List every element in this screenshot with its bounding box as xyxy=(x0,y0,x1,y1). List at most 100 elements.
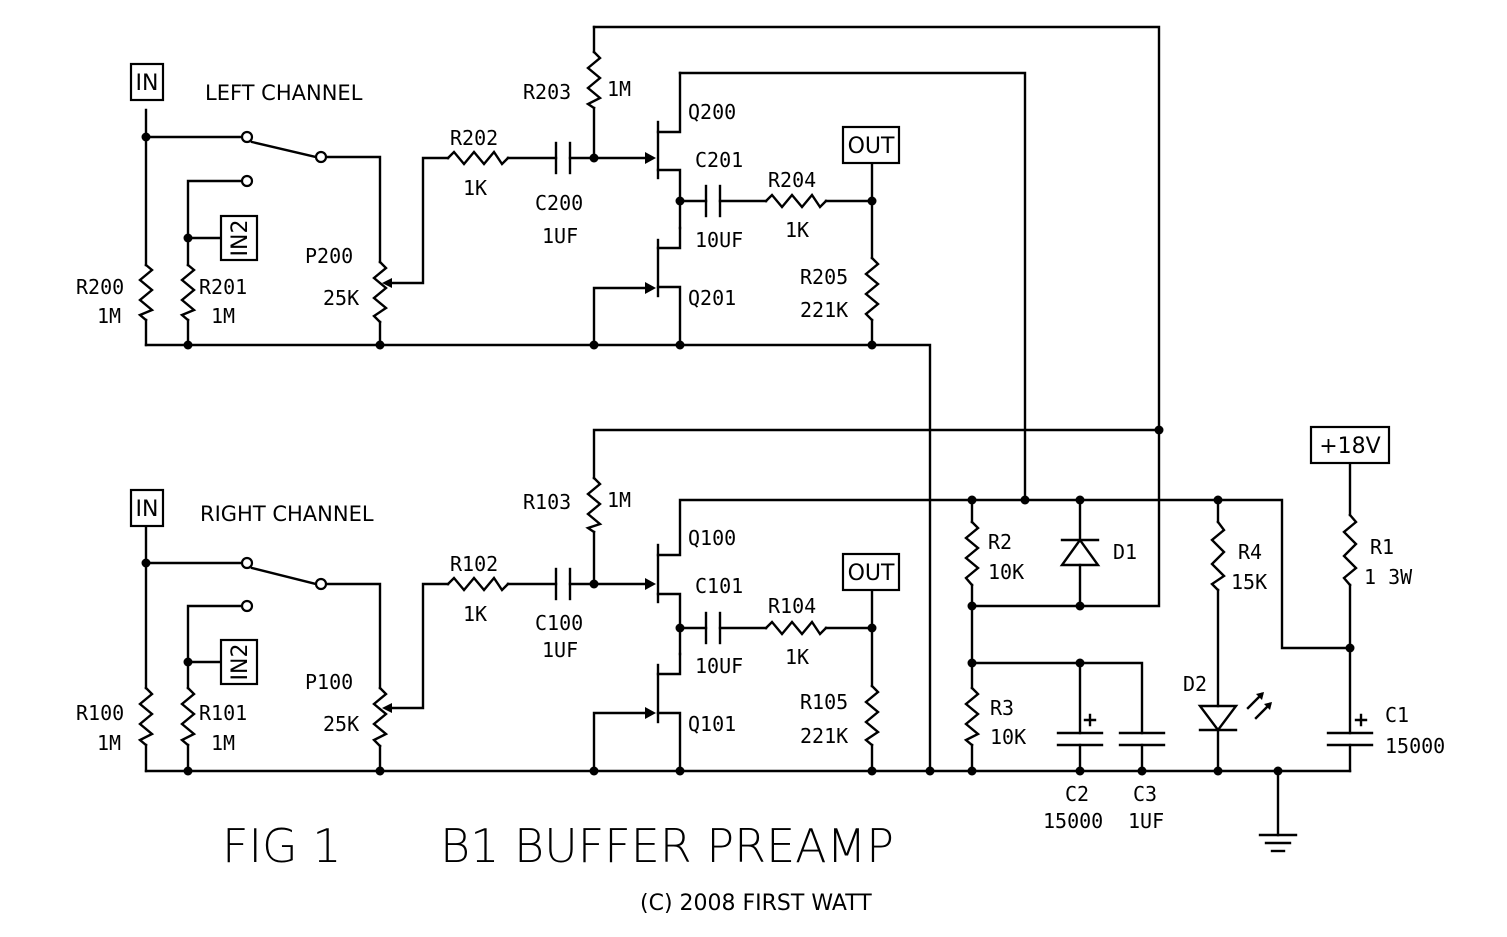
resistors xyxy=(137,50,1358,748)
right-in2-label: IN2 xyxy=(228,644,253,681)
diode-d1 xyxy=(1059,537,1101,567)
left-out-terminal xyxy=(841,125,901,165)
resistor-r103 xyxy=(585,476,603,534)
r201-value: 1M xyxy=(211,304,235,328)
q201-ref: Q201 xyxy=(688,286,736,310)
resistor-p100 xyxy=(371,686,389,748)
c100-ref: C100 xyxy=(535,611,583,635)
resistor-r100 xyxy=(137,686,155,747)
r203-value: 1M xyxy=(607,77,631,101)
left-out-label: OUT xyxy=(848,134,895,159)
r101-ref: R101 xyxy=(199,701,247,725)
r100-ref: R100 xyxy=(76,701,124,725)
c200-ref: C200 xyxy=(535,191,583,215)
resistor-r1 xyxy=(1342,513,1358,587)
supply-terminal xyxy=(1309,425,1391,465)
c101-value: 10UF xyxy=(695,654,743,678)
r105-value: 221K xyxy=(800,724,848,748)
resistor-r205 xyxy=(864,256,880,322)
left-in2-terminal xyxy=(219,214,259,262)
switch-contacts xyxy=(240,130,328,613)
right-in-terminal xyxy=(129,488,165,528)
resistor-r3 xyxy=(963,686,981,747)
p100-wiper-arrow xyxy=(382,703,392,713)
right-in-label: IN xyxy=(136,497,159,522)
junctions xyxy=(141,132,1355,776)
r4-value: 15K xyxy=(1231,570,1267,594)
c1-ref: C1 xyxy=(1385,703,1409,727)
resistor-r200 xyxy=(137,263,155,322)
r4-ref: R4 xyxy=(1238,540,1262,564)
resistor-p200 xyxy=(372,260,389,324)
copyright: (C) 2008 FIRST WATT xyxy=(640,891,872,916)
r201-ref: R201 xyxy=(199,275,247,299)
resistor-r202 xyxy=(446,149,510,166)
r2-ref: R2 xyxy=(988,530,1012,554)
p200-wiper-arrow xyxy=(382,278,392,288)
r104-value: 1K xyxy=(785,645,809,669)
c100-value: 1UF xyxy=(542,638,578,662)
r204-ref: R204 xyxy=(768,168,816,192)
jfet-gate-arrows xyxy=(645,152,656,719)
title-block: FIG 1 B1 BUFFER PREAMP (C) 2008 FIRST WA… xyxy=(222,819,894,916)
r2-value: 10K xyxy=(988,560,1024,584)
q100-ref: Q100 xyxy=(688,526,736,550)
r200-value: 1M xyxy=(97,304,121,328)
c2-value: 15000 xyxy=(1043,809,1103,833)
r102-value: 1K xyxy=(463,602,487,626)
right-channel-heading: RIGHT CHANNEL xyxy=(200,502,374,526)
q200-gate-arrow xyxy=(645,152,656,164)
left-in-label: IN xyxy=(136,71,159,96)
c201-ref: C201 xyxy=(695,148,743,172)
d2-ref: D2 xyxy=(1183,672,1207,696)
r3-value: 10K xyxy=(990,725,1026,749)
right-in2-terminal xyxy=(219,638,259,686)
resistor-r2 xyxy=(964,520,980,587)
q200-ref: Q200 xyxy=(688,100,736,124)
q201-gate-arrow xyxy=(645,282,656,294)
resistor-r204 xyxy=(764,192,828,209)
r103-value: 1M xyxy=(607,488,631,512)
r202-ref: R202 xyxy=(450,126,498,150)
r203-ref: R203 xyxy=(523,80,571,104)
left-channel-labels: LEFT CHANNEL R200 1M R201 1M P200 25K R2… xyxy=(76,77,848,328)
d1-ref: D1 xyxy=(1113,540,1137,564)
resistor-r101 xyxy=(179,686,197,747)
r101-value: 1M xyxy=(211,731,235,755)
r1-ref: R1 xyxy=(1370,535,1394,559)
p200-value: 25K xyxy=(323,286,359,310)
diagram-title: B1 BUFFER PREAMP xyxy=(440,819,894,873)
terminals: IN IN2 OUT IN IN2 OUT +18V xyxy=(129,62,1391,686)
p100-value: 25K xyxy=(323,712,359,736)
resistor-r105 xyxy=(863,684,881,747)
r200-ref: R200 xyxy=(76,275,124,299)
resistor-r201 xyxy=(179,263,197,322)
r105-ref: R105 xyxy=(800,690,848,714)
right-out-label: OUT xyxy=(848,561,895,586)
wires xyxy=(144,25,1352,837)
capacitors xyxy=(554,141,1374,747)
c101-ref: C101 xyxy=(695,574,743,598)
r3-ref: R3 xyxy=(990,696,1014,720)
c3-ref: C3 xyxy=(1133,782,1157,806)
c2-ref: C2 xyxy=(1065,782,1089,806)
q100-gate-arrow xyxy=(645,578,656,590)
left-in2-label: IN2 xyxy=(228,220,253,257)
q101-ref: Q101 xyxy=(688,712,736,736)
r205-ref: R205 xyxy=(800,265,848,289)
diodes xyxy=(1059,537,1272,732)
resistor-r4 xyxy=(1210,520,1226,592)
c200-value: 1UF xyxy=(542,224,578,248)
left-channel-heading: LEFT CHANNEL xyxy=(205,81,363,105)
r104-ref: R104 xyxy=(768,594,816,618)
q101-gate-arrow xyxy=(645,707,656,719)
r103-ref: R103 xyxy=(523,490,571,514)
right-channel-labels: RIGHT CHANNEL R100 1M R101 1M P100 25K R… xyxy=(76,488,848,755)
figure-number: FIG 1 xyxy=(222,819,342,873)
c3-value: 1UF xyxy=(1128,809,1164,833)
r1-value: 1 3W xyxy=(1364,565,1413,589)
supply-label: +18V xyxy=(1319,434,1380,459)
right-out-terminal xyxy=(841,552,901,592)
resistor-r203 xyxy=(585,50,603,110)
